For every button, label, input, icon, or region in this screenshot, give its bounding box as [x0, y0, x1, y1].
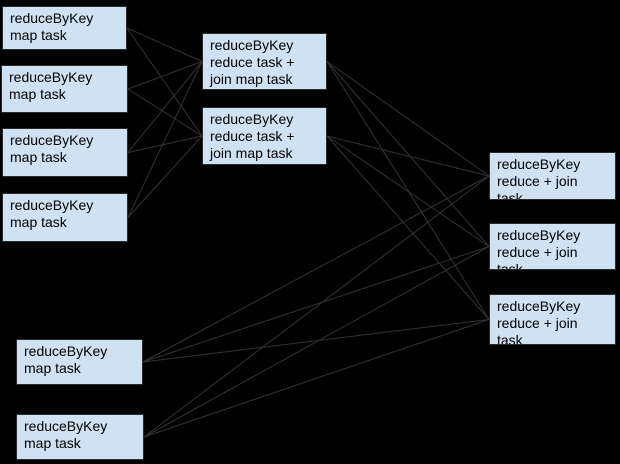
edge-map-task-5-to-reduce-join-task-3 [142, 319, 490, 363]
reduce-join-task-3: reduceByKey reduce + join task [489, 294, 616, 345]
edge-reduce-task-1-to-reduce-join-task-1 [326, 61, 490, 177]
edge-map-task-3-to-reduce-task-2 [127, 135, 203, 153]
reduce-task-1: reduceByKey reduce task + join map task [202, 33, 327, 90]
edge-map-task-2-to-reduce-task-1 [127, 61, 203, 90]
map-task-6: reduceByKey map task [16, 414, 144, 460]
reduce-task-2: reduceByKey reduce task + join map task [202, 107, 327, 165]
map-task-3: reduceByKey map task [2, 128, 128, 177]
edge-map-task-1-to-reduce-task-1 [126, 27, 203, 62]
edge-map-task-4-to-reduce-task-2 [127, 135, 203, 218]
edge-map-task-6-to-reduce-join-task-2 [143, 246, 490, 438]
edge-reduce-task-2-to-reduce-join-task-1 [326, 135, 490, 177]
map-task-4: reduceByKey map task [2, 193, 128, 242]
edge-map-task-2-to-reduce-task-2 [127, 88, 203, 137]
edge-map-task-1-to-reduce-task-2 [126, 27, 203, 137]
edge-map-task-3-to-reduce-task-1 [127, 61, 203, 153]
edge-map-task-6-to-reduce-join-task-1 [143, 175, 490, 438]
map-task-5: reduceByKey map task [16, 339, 143, 385]
edge-reduce-task-1-to-reduce-join-task-2 [326, 61, 490, 247]
edge-reduce-task-1-to-reduce-join-task-3 [326, 61, 490, 320]
reduce-join-task-1: reduceByKey reduce + join task [489, 152, 616, 200]
map-task-2: reduceByKey map task [1, 65, 128, 113]
edge-reduce-task-2-to-reduce-join-task-3 [326, 135, 490, 320]
edge-reduce-task-2-to-reduce-join-task-2 [326, 135, 490, 247]
reduce-join-task-2: reduceByKey reduce + join task [489, 223, 616, 270]
edge-map-task-4-to-reduce-task-1 [127, 61, 203, 218]
edge-map-task-6-to-reduce-join-task-3 [143, 319, 490, 438]
map-task-1: reduceByKey map task [2, 6, 127, 50]
edge-map-task-5-to-reduce-join-task-2 [142, 246, 490, 363]
edge-map-task-5-to-reduce-join-task-1 [142, 175, 490, 363]
